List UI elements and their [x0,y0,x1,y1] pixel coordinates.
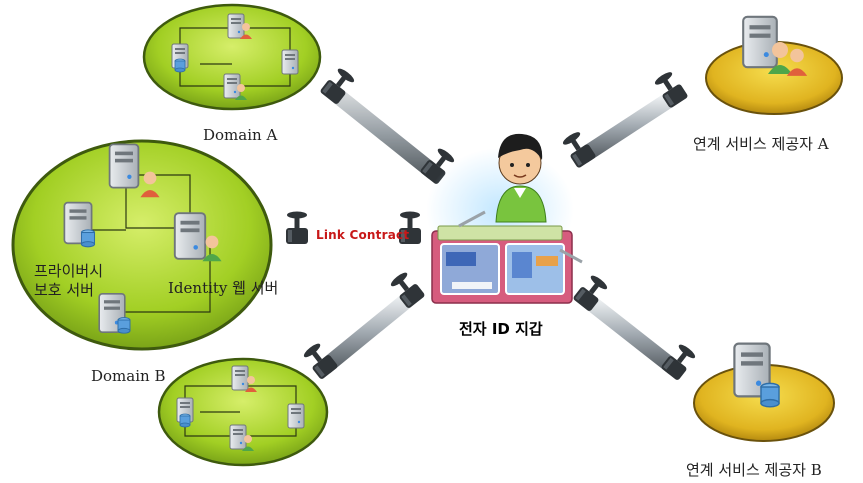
server-icon [173,212,207,260]
pipe-domain-b-top [286,211,421,244]
pipe-domain-a [319,65,457,186]
domain-b-network [157,357,329,467]
server-icon [231,365,249,391]
database-icon [760,382,780,408]
valve-icon [560,129,597,169]
server-icon [287,403,305,429]
pipe-provider-b [572,272,698,382]
database-icon [117,317,131,334]
pipe-domain-b-bottom [301,269,426,381]
electronic-id-wallet [426,133,583,304]
server-icon [108,143,140,189]
provider-b [693,342,835,442]
domain-a [142,3,322,111]
identity-server-label: Identity 웹 서버 [168,279,279,297]
wallet-icon [431,210,583,304]
valve-icon [660,341,698,382]
privacy-server-label: 프라이버시 보호 서버 [34,262,104,299]
server-icon [281,49,299,75]
server-icon [227,13,245,39]
domain-b-label: Domain B [91,367,166,385]
server-icon [229,424,247,450]
database-icon [80,229,96,248]
domain-b [11,139,273,351]
link-contract-label: Link Contract [316,228,410,242]
wallet-label: 전자 ID 지갑 [459,320,543,338]
pipe-provider-a [560,69,689,169]
provider-a-label: 연계 서비스 제공자 A [693,135,829,153]
provider-b-label: 연계 서비스 제공자 B [686,461,822,479]
server-icon [742,15,778,69]
valve-icon [301,340,339,381]
user-icon [495,133,547,223]
provider-a [705,15,843,115]
database-icon [179,413,191,428]
domain-a-label: Domain A [203,126,278,144]
database-icon [174,58,186,73]
